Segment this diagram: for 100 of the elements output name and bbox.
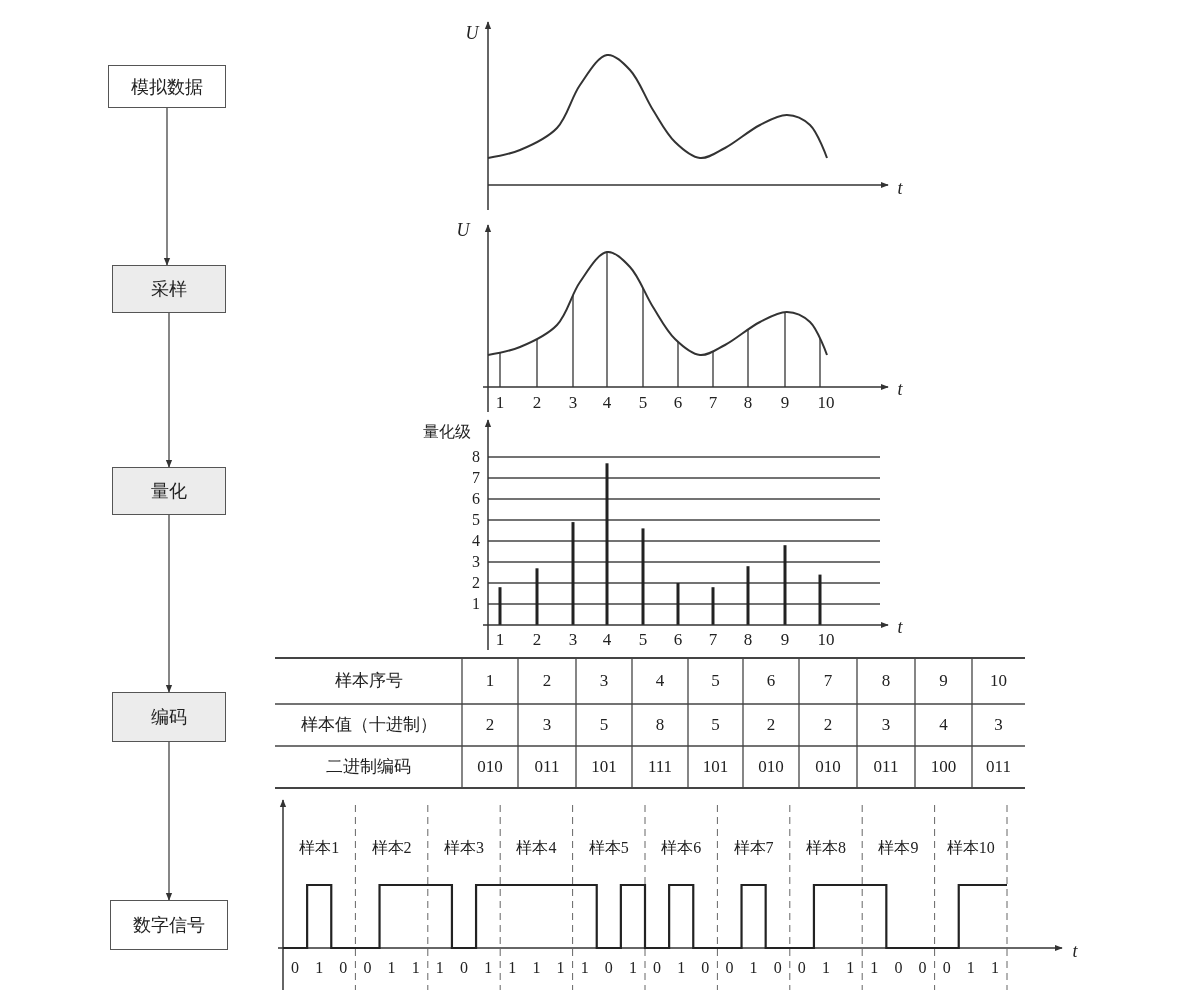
table-value: 3 bbox=[542, 715, 552, 735]
bit-value: 0 bbox=[291, 959, 300, 977]
sample-label: 样本3 bbox=[444, 839, 484, 857]
sample-label: 样本6 bbox=[661, 839, 702, 857]
tick-label: 4 bbox=[602, 630, 612, 650]
sample-label: 样本5 bbox=[588, 839, 629, 857]
tick-label: 4 bbox=[472, 532, 480, 550]
bit-value: 1 bbox=[628, 959, 637, 977]
bit-value: 1 bbox=[532, 959, 541, 977]
table-value: 3 bbox=[599, 671, 609, 691]
tick-label: 7 bbox=[708, 630, 718, 650]
table-value: 10 bbox=[990, 671, 1007, 691]
tick-label: 8 bbox=[743, 393, 753, 413]
bit-value: 1 bbox=[822, 959, 830, 977]
tick-label: 6 bbox=[472, 490, 480, 508]
table-value: 010 bbox=[758, 757, 784, 777]
bit-value: 1 bbox=[677, 959, 686, 977]
sample-label: 样本8 bbox=[806, 839, 846, 857]
row-header: 样本值（十进制） bbox=[300, 715, 437, 735]
bit-value: 1 bbox=[387, 959, 396, 977]
bit-value: 1 bbox=[435, 959, 444, 977]
table-value: 5 bbox=[599, 715, 609, 735]
process-box: 编码 bbox=[112, 692, 226, 742]
row-header: 样本序号 bbox=[334, 671, 403, 691]
bit-value: 0 bbox=[460, 959, 468, 977]
bit-value: 1 bbox=[580, 959, 589, 977]
bit-value: 0 bbox=[773, 959, 782, 977]
table-value: 1 bbox=[485, 671, 495, 691]
bit-value: 0 bbox=[918, 959, 927, 977]
bit-value: 1 bbox=[846, 959, 855, 977]
table-value: 011 bbox=[873, 757, 899, 777]
arrow bbox=[165, 741, 173, 901]
table-value: 8 bbox=[655, 715, 665, 735]
bit-value: 1 bbox=[966, 959, 975, 977]
tick-label: 1 bbox=[495, 630, 505, 650]
table-value: 8 bbox=[881, 671, 891, 691]
table-value: 101 bbox=[702, 757, 729, 777]
bit-value: 0 bbox=[701, 959, 710, 977]
table-value: 5 bbox=[711, 715, 720, 735]
table-value: 3 bbox=[881, 715, 891, 735]
sample-label: 样本9 bbox=[878, 839, 919, 857]
sample-label: 样本10 bbox=[946, 839, 995, 857]
axis-label: t bbox=[897, 618, 903, 638]
tick-label: 10 bbox=[817, 393, 835, 413]
process-box: 数字信号 bbox=[110, 900, 228, 950]
bit-value: 0 bbox=[797, 959, 806, 977]
tick-label: 5 bbox=[638, 393, 648, 413]
bit-value: 1 bbox=[870, 959, 879, 977]
sample-label: 样本4 bbox=[516, 839, 557, 857]
axis-label: t bbox=[897, 179, 903, 199]
table-value: 100 bbox=[930, 757, 957, 777]
bit-value: 1 bbox=[411, 959, 420, 977]
axis-label: t bbox=[1072, 942, 1078, 962]
table-value: 4 bbox=[939, 715, 948, 735]
arrow bbox=[165, 312, 173, 468]
bit-value: 0 bbox=[894, 959, 903, 977]
table-value: 010 bbox=[815, 757, 841, 777]
tick-label: 6 bbox=[673, 630, 683, 650]
table-value: 011 bbox=[534, 757, 560, 777]
arrow bbox=[163, 107, 171, 266]
tick-label: 7 bbox=[708, 393, 718, 413]
bit-value: 1 bbox=[556, 959, 565, 977]
sample-label: 样本2 bbox=[371, 839, 412, 857]
tick-label: 10 bbox=[817, 630, 835, 650]
bit-value: 0 bbox=[725, 959, 734, 977]
table-value: 6 bbox=[766, 671, 776, 691]
table-value: 010 bbox=[477, 757, 503, 777]
axis-label: t bbox=[897, 380, 903, 400]
bit-value: 0 bbox=[653, 959, 662, 977]
tick-label: 5 bbox=[638, 630, 648, 650]
tick-label: 5 bbox=[472, 511, 480, 529]
process-box: 模拟数据 bbox=[108, 65, 226, 108]
process-box: 采样 bbox=[112, 265, 226, 313]
bit-value: 1 bbox=[508, 959, 517, 977]
tick-label: 9 bbox=[780, 630, 790, 650]
table-value: 2 bbox=[542, 671, 552, 691]
table-value: 111 bbox=[647, 757, 673, 777]
tick-label: 3 bbox=[568, 393, 578, 413]
bit-value: 0 bbox=[339, 959, 348, 977]
sample-label: 样本7 bbox=[733, 839, 774, 857]
table-value: 7 bbox=[823, 671, 833, 691]
arrow bbox=[165, 514, 173, 693]
axis-label: U bbox=[465, 24, 479, 44]
table-value: 5 bbox=[711, 671, 720, 691]
bit-value: 1 bbox=[990, 959, 999, 977]
axis-label: U bbox=[456, 221, 470, 241]
bit-value: 0 bbox=[604, 959, 613, 977]
tick-label: 1 bbox=[472, 595, 480, 613]
table-value: 3 bbox=[994, 715, 1003, 735]
tick-label: 3 bbox=[472, 553, 480, 571]
tick-label: 2 bbox=[472, 574, 480, 592]
tick-label: 1 bbox=[495, 393, 505, 413]
table-value: 2 bbox=[485, 715, 495, 735]
table-value: 011 bbox=[986, 757, 1011, 777]
process-box: 量化 bbox=[112, 467, 226, 515]
bit-value: 0 bbox=[942, 959, 951, 977]
bit-value: 1 bbox=[484, 959, 493, 977]
table-value: 2 bbox=[823, 715, 833, 735]
tick-label: 6 bbox=[673, 393, 683, 413]
table-value: 101 bbox=[591, 757, 617, 777]
